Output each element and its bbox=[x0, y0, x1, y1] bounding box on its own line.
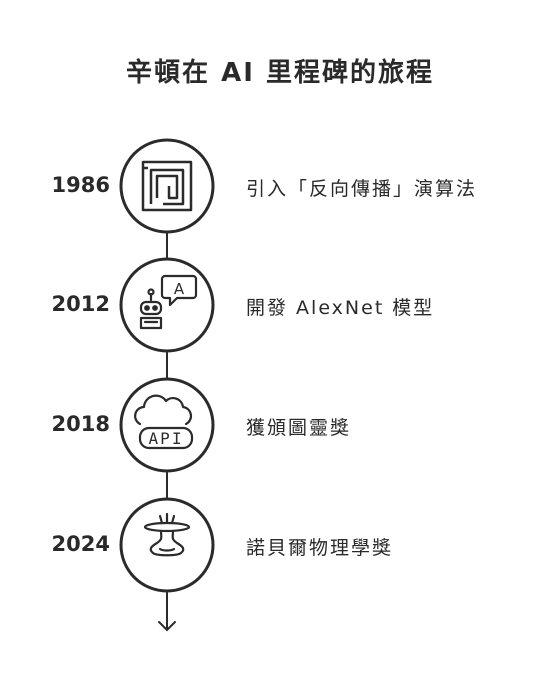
milestone-label: 諾貝爾物理學獎 bbox=[246, 537, 394, 559]
milestone-year: 2024 bbox=[51, 532, 110, 556]
milestone-label: 引入「反向傳播」演算法 bbox=[246, 178, 478, 200]
milestone-label: 獲頒圖靈獎 bbox=[246, 417, 352, 439]
milestone-year: 2018 bbox=[51, 412, 110, 436]
maze-icon bbox=[141, 160, 193, 212]
milestone-circle bbox=[119, 257, 215, 353]
page-title: 辛頓在 AI 里程碑的旅程 bbox=[126, 58, 434, 88]
api-label: API bbox=[149, 429, 184, 448]
milestone-circle bbox=[119, 138, 215, 234]
spring-icon bbox=[143, 512, 191, 557]
cloud-api-icon bbox=[134, 394, 194, 450]
milestone-year: 1986 bbox=[51, 173, 110, 197]
milestone-year: 2012 bbox=[51, 292, 110, 316]
robot-bubble-letter: A bbox=[174, 280, 185, 298]
milestone-circle bbox=[119, 377, 215, 473]
arrow-down-icon bbox=[158, 621, 176, 632]
robot-chat-icon bbox=[139, 274, 198, 330]
milestone-circle bbox=[119, 497, 215, 593]
milestone-label: 開發 AlexNet 模型 bbox=[246, 297, 435, 319]
